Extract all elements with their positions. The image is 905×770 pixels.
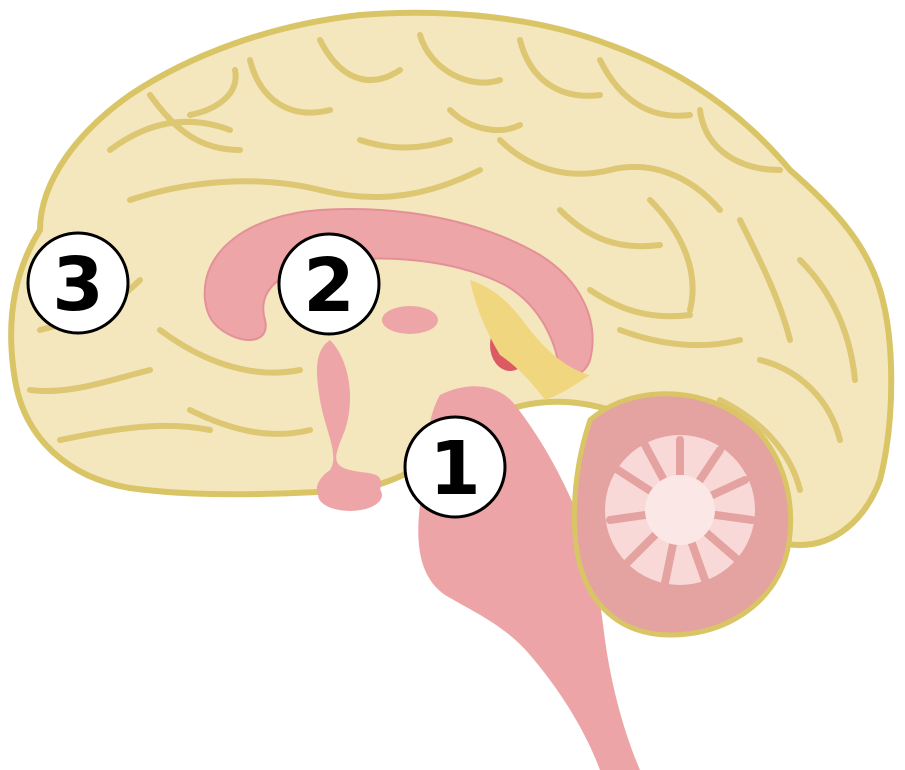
marker-3-label: 3	[52, 242, 104, 328]
arbor-vitae	[605, 435, 755, 585]
marker-2-label: 2	[303, 243, 355, 329]
fornix	[382, 306, 438, 334]
pituitary-gland	[318, 479, 382, 511]
marker-1-label: 1	[429, 426, 481, 512]
marker-2: 2	[279, 234, 379, 334]
marker-1: 1	[405, 417, 505, 517]
marker-3: 3	[28, 233, 128, 333]
